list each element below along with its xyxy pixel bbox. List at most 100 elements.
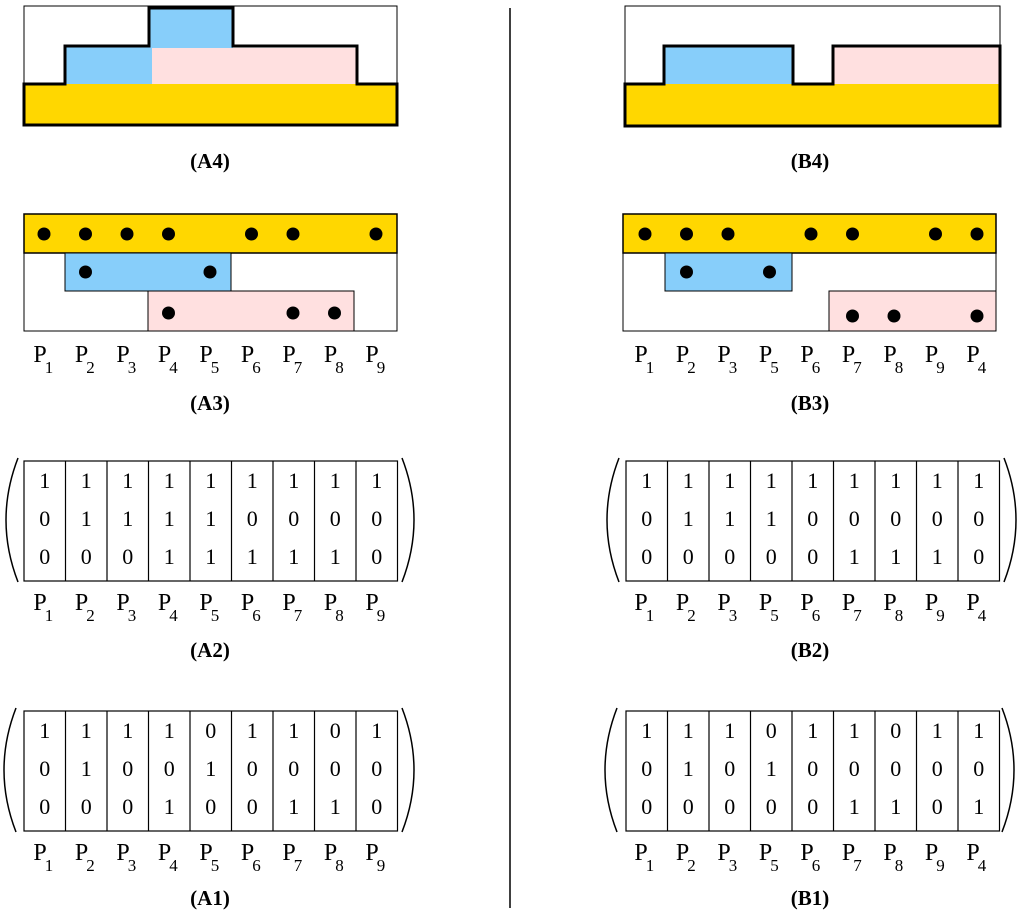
a4-pink-block <box>152 48 357 84</box>
a3-pink-band <box>147 290 355 332</box>
column-label-subscript: 1 <box>646 856 655 875</box>
b3-dots <box>638 227 984 323</box>
column-label: P <box>282 342 295 368</box>
matrix-cell: 0 <box>973 506 984 531</box>
column-label-subscript: 9 <box>377 856 386 875</box>
column-label: P <box>324 840 337 866</box>
column-label-subscript: 6 <box>812 606 821 625</box>
matrix-cell: 1 <box>641 718 652 743</box>
column-label: P <box>365 590 378 616</box>
matrix-cell: 1 <box>330 468 341 493</box>
matrix-cell: 0 <box>371 794 382 819</box>
column-label-subscript: 9 <box>936 606 945 625</box>
panel-b4: (B4) <box>623 5 1002 173</box>
matrix-cell: 1 <box>932 468 943 493</box>
column-label: P <box>365 840 378 866</box>
a4-blue-top-block <box>149 8 233 48</box>
matrix-cell: 1 <box>122 718 133 743</box>
matrix-frame <box>625 460 1001 582</box>
column-label-subscript: 6 <box>812 856 821 875</box>
membership-dot <box>680 227 693 241</box>
matrix-cell: 1 <box>81 506 92 531</box>
column-label-subscript: 2 <box>687 856 696 875</box>
membership-dot <box>804 227 818 241</box>
matrix-cell: 1 <box>81 718 92 743</box>
matrix-cell: 0 <box>39 506 50 531</box>
column-label: P <box>199 342 212 368</box>
b1-caption: (B1) <box>791 886 830 910</box>
matrix-cell: 0 <box>205 718 216 743</box>
column-label-subscript: 5 <box>211 358 220 377</box>
column-label: P <box>717 342 730 368</box>
matrix-cell: 1 <box>683 756 694 781</box>
column-label-subscript: 8 <box>895 606 904 625</box>
membership-dot <box>120 227 134 241</box>
column-label: P <box>676 840 689 866</box>
matrix-cell: 0 <box>849 506 860 531</box>
column-label-subscript: 1 <box>45 856 54 875</box>
matrix-cell: 0 <box>973 756 984 781</box>
column-label: P <box>717 590 730 616</box>
a2-caption: (A2) <box>190 638 230 662</box>
matrix-cell: 0 <box>683 794 694 819</box>
column-label-subscript: 1 <box>45 358 54 377</box>
column-label-subscript: 5 <box>211 606 220 625</box>
a4-outline <box>22 6 399 127</box>
column-label: P <box>33 840 46 866</box>
a4-gold-base <box>24 84 397 125</box>
matrix-cell: 1 <box>724 468 735 493</box>
matrix-cell: 1 <box>724 506 735 531</box>
column-label: P <box>883 342 896 368</box>
column-label-subscript: 5 <box>211 856 220 875</box>
matrix-cell: 1 <box>766 756 777 781</box>
column-label: P <box>158 590 171 616</box>
matrix-cell: 0 <box>641 756 652 781</box>
matrix-cell: 0 <box>288 756 299 781</box>
membership-dot <box>79 227 92 241</box>
matrix-cell: 1 <box>973 718 984 743</box>
column-label-subscript: 7 <box>853 606 862 625</box>
matrix-cell: 1 <box>849 794 860 819</box>
matrix-cell: 1 <box>932 718 943 743</box>
column-label-subscript: 4 <box>169 856 178 875</box>
a3-caption: (A3) <box>190 391 230 415</box>
matrix-cell: 0 <box>39 794 50 819</box>
column-label-subscript: 7 <box>853 856 862 875</box>
column-label-subscript: 3 <box>729 606 738 625</box>
matrix-cell: 1 <box>330 794 341 819</box>
matrix-cell: 0 <box>164 756 175 781</box>
matrix-cell: 1 <box>164 468 175 493</box>
column-label-subscript: 6 <box>252 606 261 625</box>
matrix-frame <box>625 710 1001 832</box>
column-label-subscript: 5 <box>770 606 779 625</box>
column-label: P <box>676 590 689 616</box>
column-label: P <box>199 590 212 616</box>
column-label: P <box>116 342 129 368</box>
matrix-cell: 0 <box>641 794 652 819</box>
matrix-cell: 1 <box>683 506 694 531</box>
column-label: P <box>33 590 46 616</box>
column-label: P <box>241 590 254 616</box>
column-label-subscript: 8 <box>335 856 344 875</box>
matrix-cell: 1 <box>205 544 216 569</box>
column-label-subscript: 2 <box>86 606 95 625</box>
matrix-cell: 0 <box>122 794 133 819</box>
column-label: P <box>116 590 129 616</box>
matrix-cell: 1 <box>890 544 901 569</box>
column-label-subscript: 4 <box>169 358 178 377</box>
column-label: P <box>241 840 254 866</box>
matrix-cell: 0 <box>807 794 818 819</box>
column-label-subscript: 5 <box>770 856 779 875</box>
matrix-cell: 1 <box>122 468 133 493</box>
column-label-subscript: 8 <box>335 606 344 625</box>
matrix-cell: 1 <box>39 468 50 493</box>
membership-dot <box>286 306 300 320</box>
